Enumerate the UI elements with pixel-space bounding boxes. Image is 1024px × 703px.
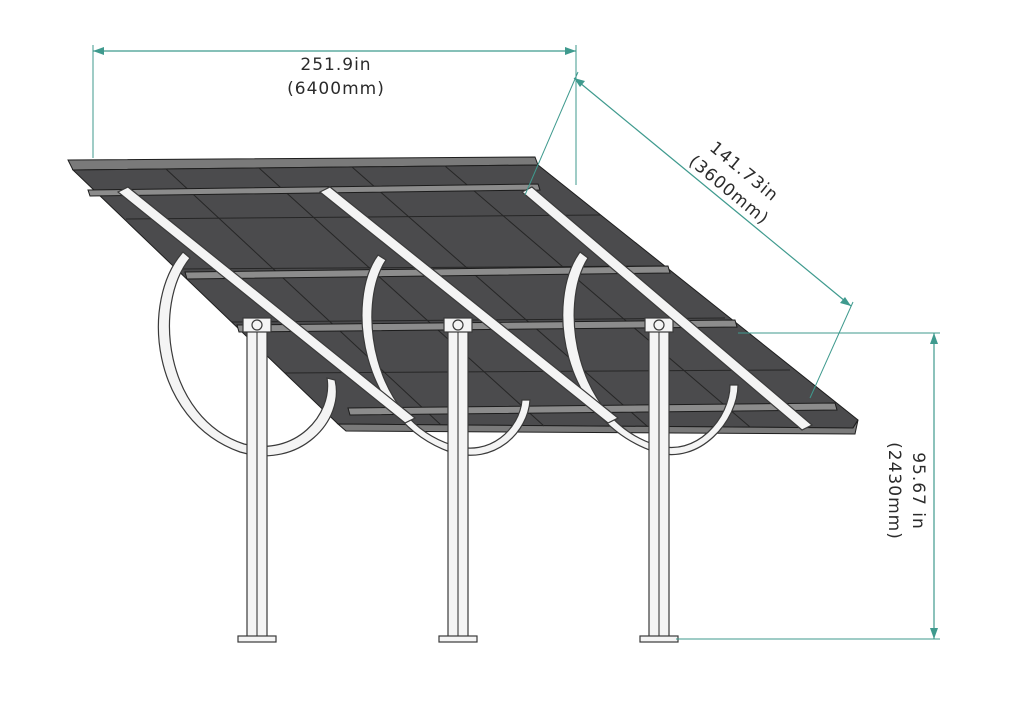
curved-braces bbox=[157, 251, 739, 457]
width-metric-label: (6400mm) bbox=[287, 79, 385, 99]
support-posts bbox=[237, 317, 679, 643]
curved-brace-right bbox=[562, 251, 739, 455]
dimension-width: 251.9in (6400mm) bbox=[92, 45, 577, 185]
support-post-left bbox=[237, 317, 277, 643]
sloped-beams bbox=[116, 186, 814, 431]
height-imperial-label: 95.67 in bbox=[908, 452, 928, 530]
sloped-beam-middle bbox=[318, 186, 620, 424]
height-metric-label: (2430mm) bbox=[884, 442, 904, 540]
panel-grid-columns bbox=[165, 165, 751, 428]
curved-brace-left bbox=[157, 251, 337, 457]
width-imperial-label: 251.9in bbox=[300, 55, 371, 75]
support-post-middle bbox=[438, 317, 478, 643]
sloped-beam-right bbox=[520, 186, 814, 431]
sloped-beam-left bbox=[116, 186, 417, 424]
support-post-right bbox=[639, 317, 679, 643]
purlin-rail-1 bbox=[87, 183, 541, 197]
curved-brace-middle bbox=[361, 254, 531, 456]
dimension-height: 95.67 in (2430mm) bbox=[676, 332, 940, 640]
